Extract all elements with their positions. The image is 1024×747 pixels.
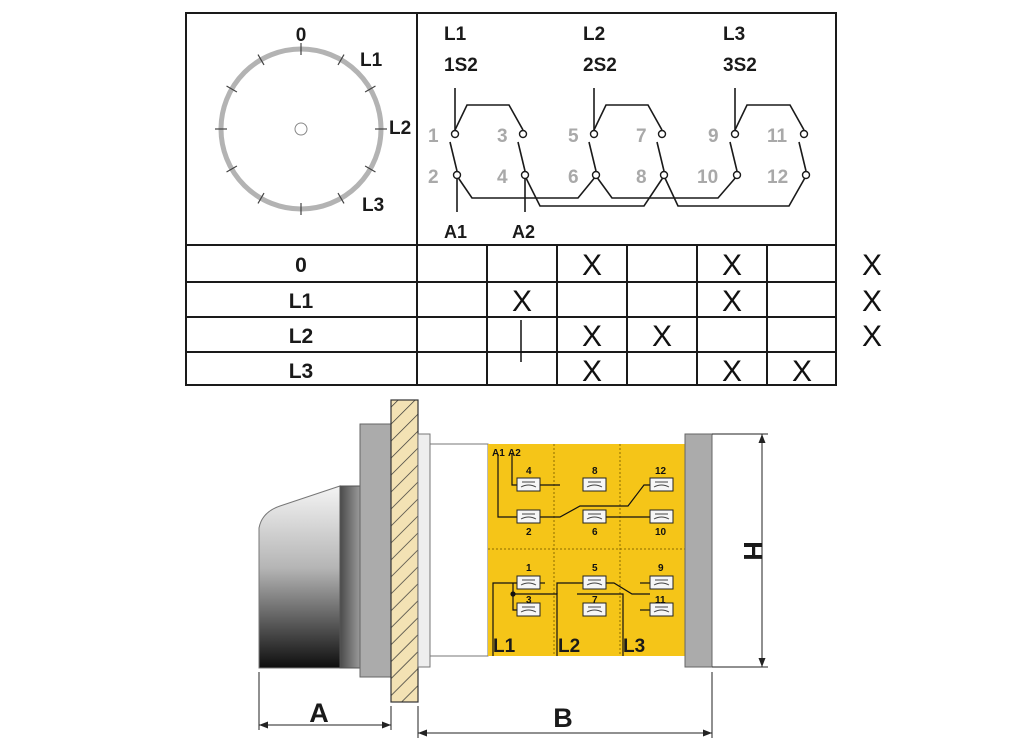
terminal-block [649, 509, 674, 524]
contact-number: 4 [497, 167, 508, 188]
terminal-block [582, 575, 607, 590]
dimension-b: B [553, 703, 573, 733]
dimension-a: A [309, 698, 329, 728]
terminal-number: 10 [655, 527, 667, 538]
dimension-arrows [259, 434, 766, 737]
dial-label-0: 0 [296, 25, 307, 46]
terminal-block [516, 602, 541, 617]
contact-number: 12 [767, 167, 788, 188]
row-label: L3 [289, 360, 314, 383]
dimension-lines [258, 433, 768, 738]
contact-number: 9 [708, 126, 719, 147]
row-label: L2 [289, 325, 314, 348]
dial-tick [364, 85, 376, 93]
rear-end-plate [684, 433, 713, 668]
terminal-block [516, 477, 541, 492]
position-dial [215, 43, 387, 215]
contact-number: 2 [428, 167, 439, 188]
table-cell-mark: X [862, 249, 882, 282]
front-bezel [359, 423, 392, 678]
dimension-h: H [738, 541, 768, 561]
group-phase-l2: L2 [583, 24, 605, 45]
group-code-3s2: 3S2 [723, 55, 757, 76]
contact-number: 8 [636, 167, 647, 188]
deck-header-a1: A1 [492, 448, 505, 459]
group-code-2s2: 2S2 [583, 55, 617, 76]
table-cell-mark: X [722, 285, 742, 318]
table-cell-mark: X [582, 355, 602, 388]
terminal-block [649, 602, 674, 617]
deck-phase-label: L3 [623, 636, 645, 657]
table-cell-mark: X [582, 249, 602, 282]
terminal-block [649, 477, 674, 492]
table-cell-mark: X [862, 285, 882, 318]
dial-tick [364, 165, 376, 173]
mounting-panel [390, 399, 419, 703]
deck-header-a2: A2 [508, 448, 521, 459]
table-cell-mark: X [862, 320, 882, 353]
output-a2: A2 [512, 222, 535, 242]
row-label: L1 [289, 290, 314, 313]
schematic-frame [185, 12, 837, 386]
terminal-number: 1 [526, 563, 532, 574]
terminal-number: 7 [592, 595, 598, 606]
contact-number: 7 [636, 126, 647, 147]
dial-tick [337, 54, 345, 66]
group-code-1s2: 1S2 [444, 55, 478, 76]
dial-tick [226, 165, 238, 173]
terminal-number: 2 [526, 527, 532, 538]
table-cell-mark: X [792, 355, 812, 388]
table-cell-mark: X [722, 355, 742, 388]
terminal-number: 8 [592, 466, 598, 477]
terminal-block [582, 509, 607, 524]
dial-tick [257, 54, 265, 66]
terminal-number: 6 [592, 527, 598, 538]
table-cell-mark: X [512, 285, 532, 318]
terminal-block [649, 575, 674, 590]
table-cell-mark: X [582, 320, 602, 353]
contact-number: 10 [697, 167, 718, 188]
terminal-number: 3 [526, 595, 532, 606]
adapter-plate [417, 433, 431, 668]
dial-tick [337, 192, 345, 204]
terminal-number: 9 [658, 563, 664, 574]
contact-wiring [449, 88, 807, 212]
switch-decks [488, 444, 685, 656]
contact-number: 3 [497, 126, 508, 147]
knob-handle [258, 485, 361, 669]
contact-number: 11 [767, 126, 788, 147]
terminal-number: 4 [526, 466, 532, 477]
dial-label-l1: L1 [360, 50, 383, 71]
table-cell-mark: X [652, 320, 672, 353]
terminal-block [516, 509, 541, 524]
row-label: 0 [295, 254, 307, 277]
terminal-number: 11 [655, 595, 666, 606]
spacer [429, 443, 489, 657]
group-phase-l1: L1 [444, 24, 467, 45]
contact-number: 1 [428, 126, 439, 147]
output-a1: A1 [444, 222, 467, 242]
deck-phase-label: L1 [493, 636, 516, 657]
table-cell-mark: X [722, 249, 742, 282]
terminal-number: 12 [655, 466, 667, 477]
dial-label-l3: L3 [362, 195, 384, 216]
dial-tick [257, 192, 265, 204]
group-phase-l3: L3 [723, 24, 745, 45]
dial-tick [226, 85, 238, 93]
contact-number: 5 [568, 126, 579, 147]
contact-number: 6 [568, 167, 579, 188]
terminal-block [582, 602, 607, 617]
deck-phase-label: L2 [558, 636, 580, 657]
dial-label-l2: L2 [389, 118, 411, 139]
terminal-number: 5 [592, 563, 598, 574]
contact-terminals [450, 129, 811, 180]
terminal-block [582, 477, 607, 492]
terminal-block [516, 575, 541, 590]
